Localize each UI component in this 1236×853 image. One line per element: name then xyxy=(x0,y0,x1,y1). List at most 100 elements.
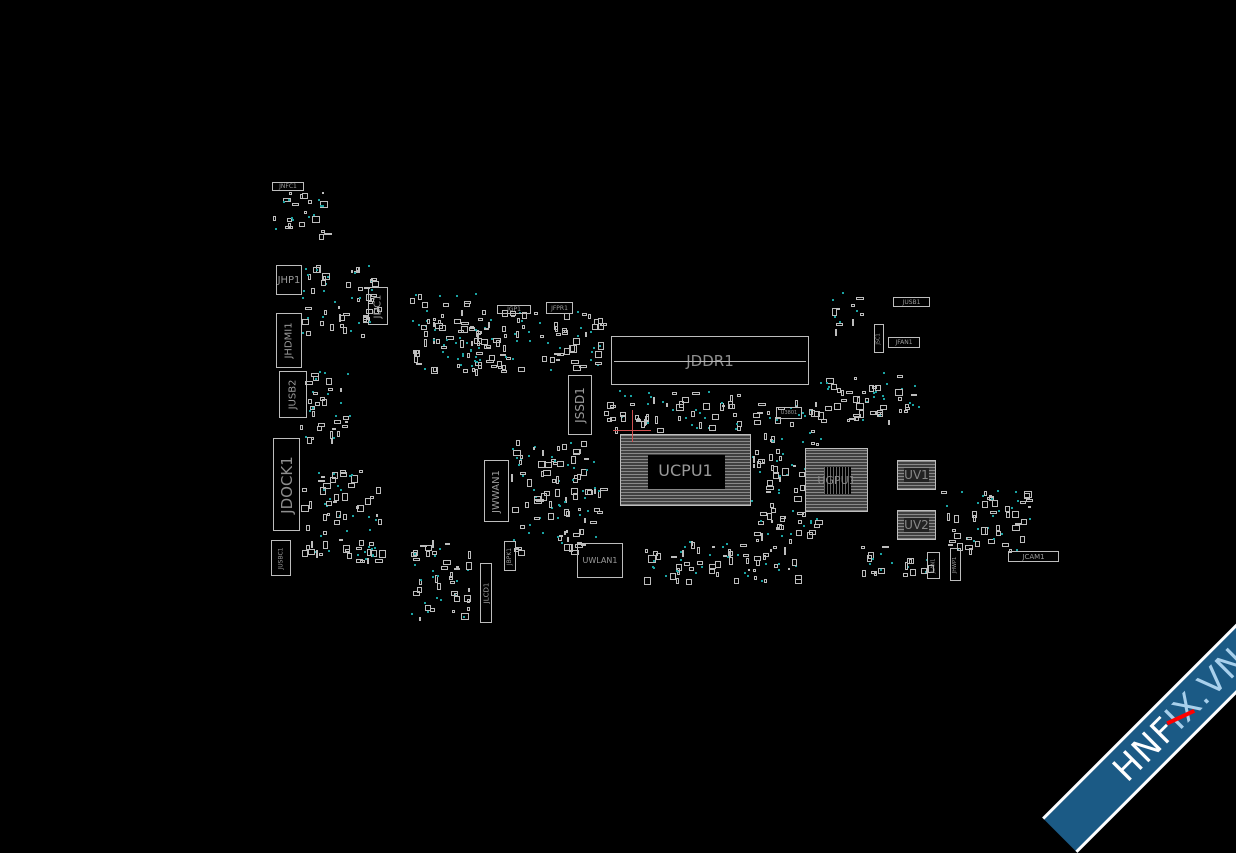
smd-component xyxy=(606,401,614,410)
connector-jnfc1[interactable]: JNFC1 xyxy=(272,182,304,191)
cpu-die-area xyxy=(648,455,725,489)
pad-dot xyxy=(883,371,886,374)
pad-dot xyxy=(475,355,478,358)
smd-component xyxy=(794,574,802,581)
smd-component xyxy=(540,493,548,501)
smd-component xyxy=(313,375,319,381)
smd-component xyxy=(421,324,427,331)
connector-jfpr1[interactable]: JFPR1 xyxy=(546,302,573,314)
smd-component xyxy=(347,553,353,560)
pad-dot xyxy=(368,320,371,323)
pad-dot xyxy=(832,299,835,302)
connector-jusb1[interactable]: JUSB1 xyxy=(893,297,930,307)
pad-dot xyxy=(371,553,374,556)
pad-dot xyxy=(426,310,429,313)
smd-component xyxy=(769,453,774,462)
connector-jhdmi1[interactable]: JHDMI1 xyxy=(276,313,302,368)
smd-component xyxy=(506,357,511,360)
pad-dot xyxy=(662,401,665,404)
pad-dot xyxy=(336,485,339,488)
pad-dot xyxy=(304,436,307,439)
smd-component xyxy=(532,447,535,451)
chip-uv2[interactable]: UV2 xyxy=(897,510,936,540)
smd-component xyxy=(273,215,277,222)
connector-jdc1[interactable]: JDC1 xyxy=(368,287,388,325)
pad-dot xyxy=(775,419,778,422)
pad-dot xyxy=(725,543,728,546)
pad-dot xyxy=(672,408,675,411)
smd-component xyxy=(291,202,300,206)
smd-component xyxy=(565,510,570,517)
smd-component xyxy=(996,524,1000,532)
smd-component xyxy=(699,421,703,430)
smd-component xyxy=(516,330,520,338)
chip-ugpu1[interactable]: UGPU1 xyxy=(805,448,868,512)
smd-component xyxy=(580,441,588,448)
chip-ucpu1[interactable]: UCPU1 xyxy=(620,434,751,506)
chip-uv1[interactable]: UV1 xyxy=(897,460,936,490)
pad-dot xyxy=(833,316,836,319)
pad-dot xyxy=(315,377,318,380)
smd-component xyxy=(540,334,544,339)
pad-dot xyxy=(734,427,737,430)
connector-jsc1[interactable]: JSC1 xyxy=(874,324,884,353)
smd-component xyxy=(754,555,762,561)
connector-jfan1[interactable]: JFAN1 xyxy=(888,337,920,348)
connector-jlcd1[interactable]: JLCD1 xyxy=(480,563,492,623)
smd-component xyxy=(309,500,312,509)
connector-jssd1[interactable]: JSSD1 xyxy=(568,375,592,435)
smd-component xyxy=(437,320,442,324)
smd-component xyxy=(752,568,756,572)
smd-component xyxy=(896,375,904,378)
connector-jlan1[interactable]: JLAN1 xyxy=(927,552,940,579)
connector-jwwan1[interactable]: JWWAN1 xyxy=(484,460,509,522)
smd-component xyxy=(466,562,472,571)
smd-component xyxy=(423,339,428,348)
connector-jusbc1[interactable]: JUSBC1 xyxy=(271,540,291,576)
connector-jhp1[interactable]: JHP1 xyxy=(276,265,302,295)
pad-dot xyxy=(801,411,804,414)
smd-component xyxy=(558,534,564,538)
smd-component xyxy=(481,310,487,316)
smd-component xyxy=(1021,518,1027,525)
pad-dot xyxy=(991,498,994,501)
pad-dot xyxy=(439,547,442,550)
pad-dot xyxy=(583,497,586,500)
smd-component xyxy=(365,309,373,315)
connector-jddr1[interactable]: JDDR1 xyxy=(611,336,809,385)
pad-dot xyxy=(470,350,473,353)
connector-jdock1[interactable]: JDOCK1 xyxy=(273,438,300,531)
smd-component xyxy=(688,566,694,572)
connector-jbpk1[interactable]: JBPK1 xyxy=(504,541,516,571)
smd-component xyxy=(343,415,349,421)
smd-component xyxy=(464,303,471,307)
smd-component xyxy=(478,362,483,370)
connector-jusb2[interactable]: JUSB2 xyxy=(279,371,307,418)
smd-component xyxy=(426,550,430,558)
smd-component xyxy=(339,472,348,477)
pad-dot xyxy=(368,529,371,532)
smd-component xyxy=(371,293,377,297)
pad-dot xyxy=(743,571,746,574)
smd-component xyxy=(868,385,874,392)
chip-u3801[interactable]: U3801 xyxy=(776,407,802,419)
smd-component xyxy=(375,514,378,517)
smd-component xyxy=(300,424,304,431)
chip-uwlan1[interactable]: UWLAN1 xyxy=(577,543,623,578)
smd-component xyxy=(714,561,722,569)
smd-component xyxy=(497,360,502,368)
smd-component xyxy=(757,460,762,469)
smd-component xyxy=(765,490,772,494)
connector-jhwp1[interactable]: JHWP1 xyxy=(950,548,961,581)
smd-component xyxy=(766,486,775,491)
connector-jgp1[interactable]: JGP1 xyxy=(497,305,531,314)
smd-component xyxy=(856,403,864,410)
pad-dot xyxy=(436,596,439,599)
smd-component xyxy=(549,357,555,364)
pad-dot xyxy=(442,343,445,346)
connector-jcam1[interactable]: JCAM1 xyxy=(1008,551,1059,562)
pad-dot xyxy=(909,402,912,405)
smd-component xyxy=(856,297,864,301)
pad-dot xyxy=(354,271,357,274)
